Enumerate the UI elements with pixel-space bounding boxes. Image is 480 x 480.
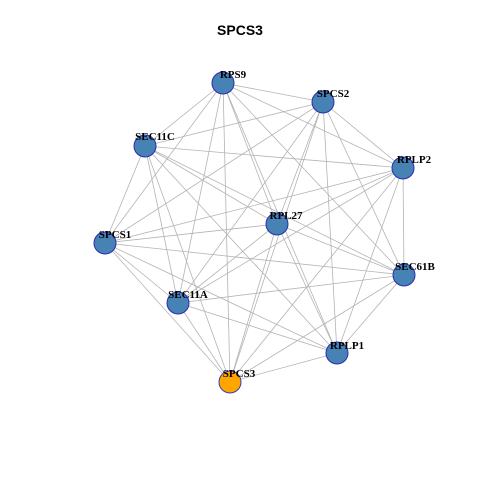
edge-spcs2-sec11c xyxy=(144,101,324,147)
edge-spcs2-sec11a xyxy=(177,101,324,304)
node-label-rplp2: RPLP2 xyxy=(397,154,432,166)
edge-sec11a-spcs3 xyxy=(177,302,231,383)
node-label-spcs3: SPCS3 xyxy=(223,368,256,380)
node-spcs3 xyxy=(218,370,242,394)
node-label-sec11a: SEC11A xyxy=(168,289,208,301)
edge-rps9-sec11c xyxy=(144,82,224,147)
edge-sec61b-rplp1 xyxy=(336,274,405,354)
node-rplp1 xyxy=(325,341,349,365)
edge-rplp2-sec11a xyxy=(177,167,404,304)
edge-rplp2-rpl27 xyxy=(276,167,404,225)
edge-sec11c-sec61b xyxy=(144,145,405,276)
edge-rps9-spcs3 xyxy=(222,82,231,383)
edge-sec11c-rplp2 xyxy=(144,145,404,169)
nodes-layer xyxy=(93,71,416,394)
edge-rplp2-spcs1 xyxy=(104,167,404,244)
edge-rpl27-sec11a xyxy=(177,223,278,304)
edge-spcs2-rplp1 xyxy=(322,101,338,354)
node-rps9 xyxy=(211,71,235,95)
edge-sec11c-spcs3 xyxy=(144,145,231,383)
edge-rps9-spcs1 xyxy=(104,82,224,244)
node-label-sec61b: SEC61B xyxy=(395,261,435,273)
edge-rps9-rplp2 xyxy=(222,82,404,169)
node-rplp2 xyxy=(391,156,415,180)
node-spcs2 xyxy=(311,90,335,114)
edge-sec11c-sec11a xyxy=(144,145,179,304)
node-sec11a xyxy=(166,291,190,315)
node-label-spcs1: SPCS1 xyxy=(99,229,131,241)
edge-sec11c-rpl27 xyxy=(144,145,278,225)
edge-spcs2-rplp2 xyxy=(322,101,404,169)
edge-sec61b-sec11a xyxy=(177,274,405,304)
edge-rps9-spcs2 xyxy=(222,82,324,103)
edge-rpl27-rplp1 xyxy=(276,223,338,354)
edge-spcs2-spcs3 xyxy=(229,101,324,383)
edge-spcs1-sec61b xyxy=(104,242,405,276)
node-spcs1 xyxy=(93,231,117,255)
node-label-sec11c: SEC11C xyxy=(135,131,175,143)
node-rpl27 xyxy=(265,212,289,236)
node-sec11c xyxy=(133,134,157,158)
node-label-rps9: RPS9 xyxy=(220,69,247,81)
edge-rplp2-rplp1 xyxy=(336,167,404,354)
edge-rpl27-spcs1 xyxy=(104,223,278,244)
edge-rpl27-sec61b xyxy=(276,223,405,276)
edges-layer xyxy=(104,82,405,383)
edge-rplp1-spcs3 xyxy=(229,352,338,383)
edge-rps9-rpl27 xyxy=(222,82,278,225)
edge-sec11c-rplp1 xyxy=(144,145,338,354)
edge-rplp2-sec61b xyxy=(402,167,405,276)
edge-spcs1-sec11a xyxy=(104,242,179,304)
edge-rps9-sec11a xyxy=(177,82,224,304)
edge-sec11a-rplp1 xyxy=(177,302,338,354)
node-label-spcs2: SPCS2 xyxy=(317,88,350,100)
edge-rpl27-spcs3 xyxy=(229,223,278,383)
edge-sec61b-spcs3 xyxy=(229,274,405,383)
edge-rps9-sec61b xyxy=(222,82,405,276)
edge-spcs2-spcs1 xyxy=(104,101,324,244)
node-label-rpl27: RPL27 xyxy=(270,210,304,222)
node-sec61b xyxy=(392,263,416,287)
node-label-rplp1: RPLP1 xyxy=(330,340,364,352)
edge-spcs2-sec61b xyxy=(322,101,405,276)
edge-spcs2-rpl27 xyxy=(276,101,324,225)
graph-title: SPCS3 xyxy=(217,22,263,38)
edge-spcs1-spcs3 xyxy=(104,242,231,383)
edge-sec11c-spcs1 xyxy=(104,145,146,244)
edge-rplp2-spcs3 xyxy=(229,167,404,383)
